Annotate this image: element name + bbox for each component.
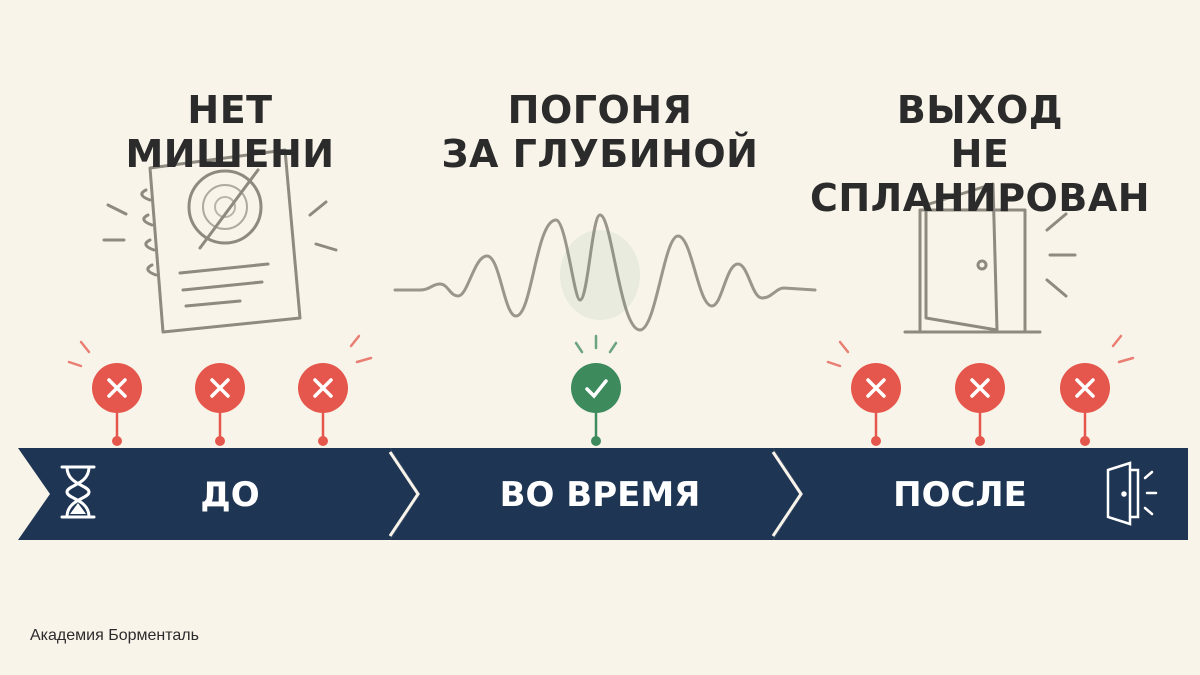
success-marker: [571, 334, 621, 446]
emphasis-ticks: [574, 334, 618, 354]
sound-wave-icon: [393, 213, 817, 332]
timeline-bar: [18, 448, 1188, 540]
fail-marker: [1060, 334, 1135, 446]
cross-icon: [313, 378, 333, 398]
emphasis-ticks: [67, 340, 91, 368]
bar-segment-during: [390, 448, 803, 540]
heading-during-line-1: ПОГОНЯ: [507, 88, 693, 132]
heading-during: ПОГОНЯ ЗА ГЛУБИНОЙ: [440, 88, 760, 176]
stage-label-during: ВО ВРЕМЯ: [499, 475, 701, 515]
cross-icon: [210, 378, 230, 398]
emphasis-ticks: [349, 334, 373, 364]
cross-icon: [1075, 378, 1095, 398]
heading-after: ВЫХОД НЕ СПЛАНИРОВАН: [800, 88, 1160, 220]
stage-label-after: ПОСЛЕ: [893, 475, 1027, 515]
heading-during-line-2: ЗА ГЛУБИНОЙ: [441, 132, 759, 176]
cross-icon: [970, 378, 990, 398]
notebook-target-icon: [102, 148, 338, 334]
fail-marker: [955, 363, 1005, 446]
stage-label-before: ДО: [200, 475, 260, 515]
bar-segment-after: [773, 448, 1188, 540]
heading-before: НЕТ МИШЕНИ: [80, 88, 380, 176]
fail-marker: [826, 340, 901, 446]
heading-before-line-1: НЕТ МИШЕНИ: [125, 88, 335, 176]
open-door-icon: [903, 182, 1077, 334]
exit-door-icon: [1106, 461, 1158, 526]
emphasis-ticks: [1111, 334, 1135, 364]
bar-segment-before: [18, 448, 420, 540]
fail-marker: [67, 340, 142, 446]
fail-marker: [298, 334, 373, 446]
check-icon: [585, 379, 608, 399]
fail-marker: [195, 363, 245, 446]
heading-after-line-2: НЕ СПЛАНИРОВАН: [809, 132, 1151, 220]
hourglass-icon: [60, 465, 96, 519]
footer-brand: Академия Борменталь: [30, 627, 199, 644]
cross-icon: [866, 378, 886, 398]
cross-icon: [107, 378, 127, 398]
marker-layer: [67, 334, 1135, 446]
emphasis-ticks: [826, 340, 850, 368]
heading-after-line-1: ВЫХОД: [896, 88, 1064, 132]
